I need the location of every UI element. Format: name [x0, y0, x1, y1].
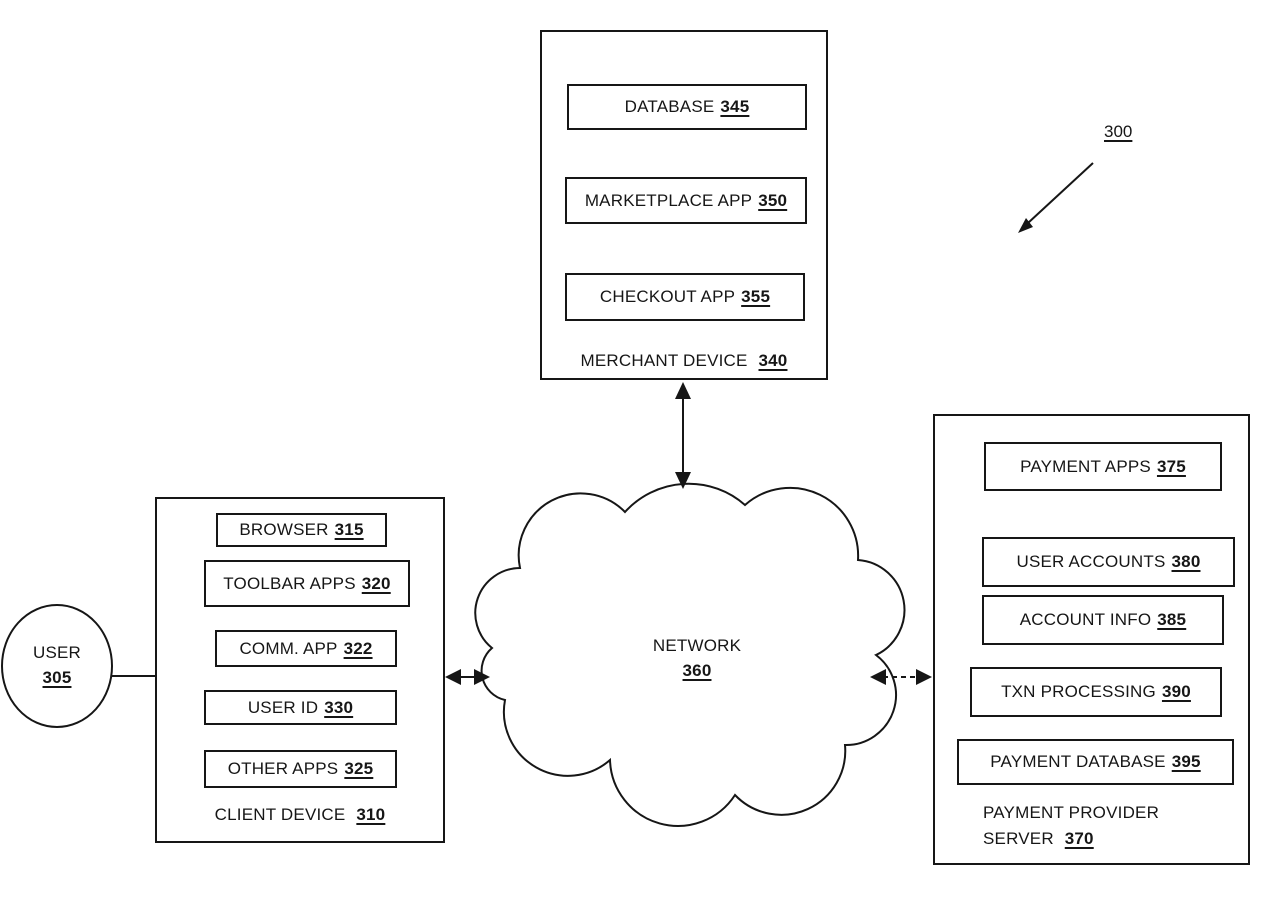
network-node-label: NETWORK 360 [627, 633, 767, 683]
user-ref-number: 305 [42, 668, 72, 687]
user-node-label: USER 305 [12, 640, 102, 690]
component-ref: 350 [758, 190, 788, 210]
payment-provider-label-line1: PAYMENT PROVIDER [983, 803, 1160, 822]
figure-ref-leader-line [1027, 162, 1094, 224]
component-label: TXN PROCESSING [1001, 682, 1156, 701]
component-box-browser: BROWSER 315 [216, 513, 387, 547]
component-ref: 322 [343, 638, 373, 658]
client-device-box: BROWSER 315 TOOLBAR APPS 320 COMM. APP 3… [155, 497, 445, 843]
component-box-comm-app: COMM. APP 322 [215, 630, 397, 667]
component-ref: 385 [1157, 610, 1187, 629]
client-device-label-text: CLIENT DEVICE [214, 805, 346, 824]
component-box-database: DATABASE 345 [567, 84, 807, 130]
arrowheads [445, 218, 1033, 685]
component-box-payment-database: PAYMENT DATABASE 395 [957, 739, 1234, 785]
merchant-device-ref: 340 [758, 351, 788, 370]
component-label: DATABASE [624, 97, 715, 116]
component-box-payment-apps: PAYMENT APPS 375 [984, 442, 1222, 491]
network-ref-number: 360 [682, 661, 712, 680]
component-box-user-accounts: USER ACCOUNTS 380 [982, 537, 1235, 587]
component-ref: 375 [1156, 456, 1186, 476]
payment-provider-server-box: PAYMENT APPS 375 USER ACCOUNTS 380 ACCOU… [933, 414, 1250, 865]
component-ref: 390 [1161, 682, 1191, 701]
component-box-txn-processing: TXN PROCESSING 390 [970, 667, 1222, 717]
component-box-other-apps: OTHER APPS 325 [204, 750, 397, 788]
component-ref: 320 [361, 573, 391, 593]
merchant-device-box: DATABASE 345 MARKETPLACE APP 350 CHECKOU… [540, 30, 828, 380]
component-box-account-info: ACCOUNT INFO 385 [982, 595, 1224, 645]
component-label: CHECKOUT APP [599, 287, 736, 306]
component-label: BROWSER [239, 520, 329, 539]
component-label: USER ACCOUNTS [1016, 552, 1166, 571]
client-device-label: CLIENT DEVICE 310 [157, 805, 443, 825]
payment-provider-server-label: PAYMENT PROVIDER SERVER 370 [983, 800, 1159, 852]
figure-reference-label: 300 [1104, 122, 1133, 141]
user-label-text: USER [32, 643, 82, 662]
network-cloud-shape [474, 482, 906, 827]
component-label: USER ID [247, 697, 319, 717]
component-ref: 395 [1171, 752, 1201, 771]
network-label-text: NETWORK [652, 636, 742, 655]
component-label: PAYMENT APPS [1020, 456, 1151, 476]
component-ref: 355 [741, 287, 771, 306]
component-label: TOOLBAR APPS [223, 573, 356, 593]
component-box-marketplace-app: MARKETPLACE APP 350 [565, 177, 807, 224]
component-ref: 325 [344, 759, 374, 778]
component-box-toolbar-apps: TOOLBAR APPS 320 [204, 560, 410, 607]
component-label: COMM. APP [239, 638, 338, 658]
component-label: OTHER APPS [227, 759, 339, 778]
component-ref: 330 [324, 697, 354, 717]
payment-provider-server-ref: 370 [1064, 829, 1094, 848]
component-box-user-id: USER ID 330 [204, 690, 397, 725]
client-device-ref: 310 [356, 805, 386, 824]
component-ref: 380 [1171, 552, 1201, 571]
component-ref: 345 [720, 97, 750, 116]
payment-provider-label-line2: SERVER 370 [983, 826, 1159, 852]
payment-provider-label-line2-text: SERVER [983, 829, 1054, 848]
component-label: PAYMENT DATABASE [990, 752, 1166, 771]
component-box-checkout-app: CHECKOUT APP 355 [565, 273, 805, 321]
user-circle-shape [1, 604, 113, 728]
component-label: MARKETPLACE APP [584, 190, 753, 210]
component-ref: 315 [334, 520, 364, 539]
merchant-device-label-text: MERCHANT DEVICE [580, 351, 748, 370]
component-label: ACCOUNT INFO [1019, 610, 1152, 629]
merchant-device-label: MERCHANT DEVICE 340 [542, 351, 826, 371]
